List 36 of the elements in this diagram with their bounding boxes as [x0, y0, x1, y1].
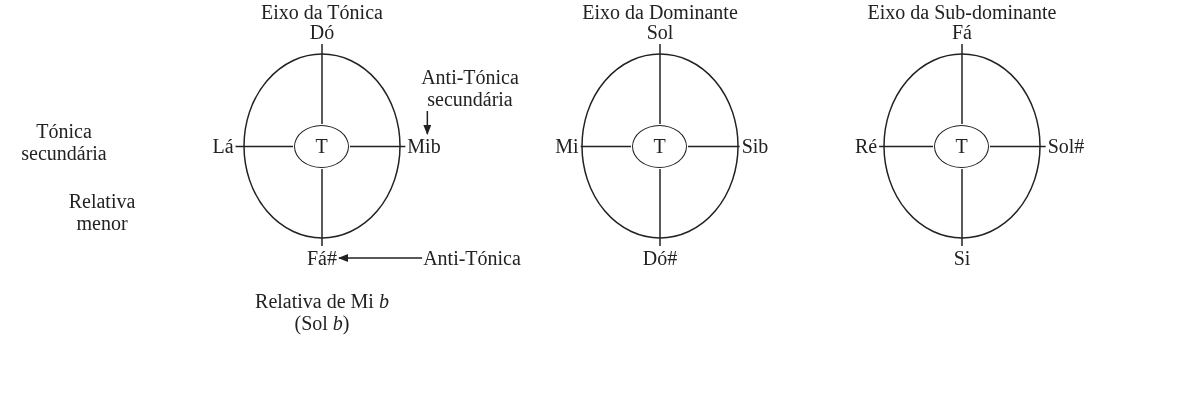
annotation-text: Relativa menor: [67, 190, 137, 234]
tonic-circle: T: [632, 125, 687, 168]
axis-title: Eixo da Tónica: [260, 0, 384, 24]
note-label: Sib: [741, 135, 769, 157]
arrow: [338, 254, 423, 262]
annotation-text: Anti-Tónica secundária: [414, 66, 526, 110]
connector-line: [989, 145, 1047, 148]
connector-line: [687, 145, 741, 148]
connector-line: [234, 145, 294, 148]
axis-title: Eixo da Sub-dominante: [866, 0, 1058, 24]
note-label: Mi: [555, 135, 579, 157]
note-label: Dó: [309, 21, 335, 43]
connector-line: [659, 43, 661, 125]
note-label: Anti-Tónica: [423, 247, 521, 269]
connector-line: [659, 168, 661, 247]
arrow: [423, 110, 432, 135]
annotation-text: Tónica secundária: [20, 120, 108, 164]
note-label: Sol#: [1047, 135, 1085, 157]
note-label: Dó#: [642, 247, 678, 269]
connector-line: [321, 168, 323, 247]
tonic-circle: T: [934, 125, 989, 168]
note-label: Fá: [952, 21, 972, 43]
connector-line: [321, 43, 323, 125]
tonic-circle: T: [294, 125, 349, 168]
connector-line: [878, 145, 934, 148]
note-label: Mib: [407, 135, 441, 157]
connector-line: [349, 145, 407, 148]
connector-line: [961, 43, 963, 125]
annotation-text: Relativa de Mi b (Sol b): [254, 290, 390, 334]
note-label: Si: [953, 247, 971, 269]
note-label: Lá: [212, 135, 234, 157]
note-label: Sol: [646, 21, 674, 43]
note-label: Fá#: [307, 247, 337, 269]
connector-line: [961, 168, 963, 247]
axis-title: Eixo da Dominante: [581, 0, 739, 24]
note-label: Ré: [854, 135, 878, 157]
